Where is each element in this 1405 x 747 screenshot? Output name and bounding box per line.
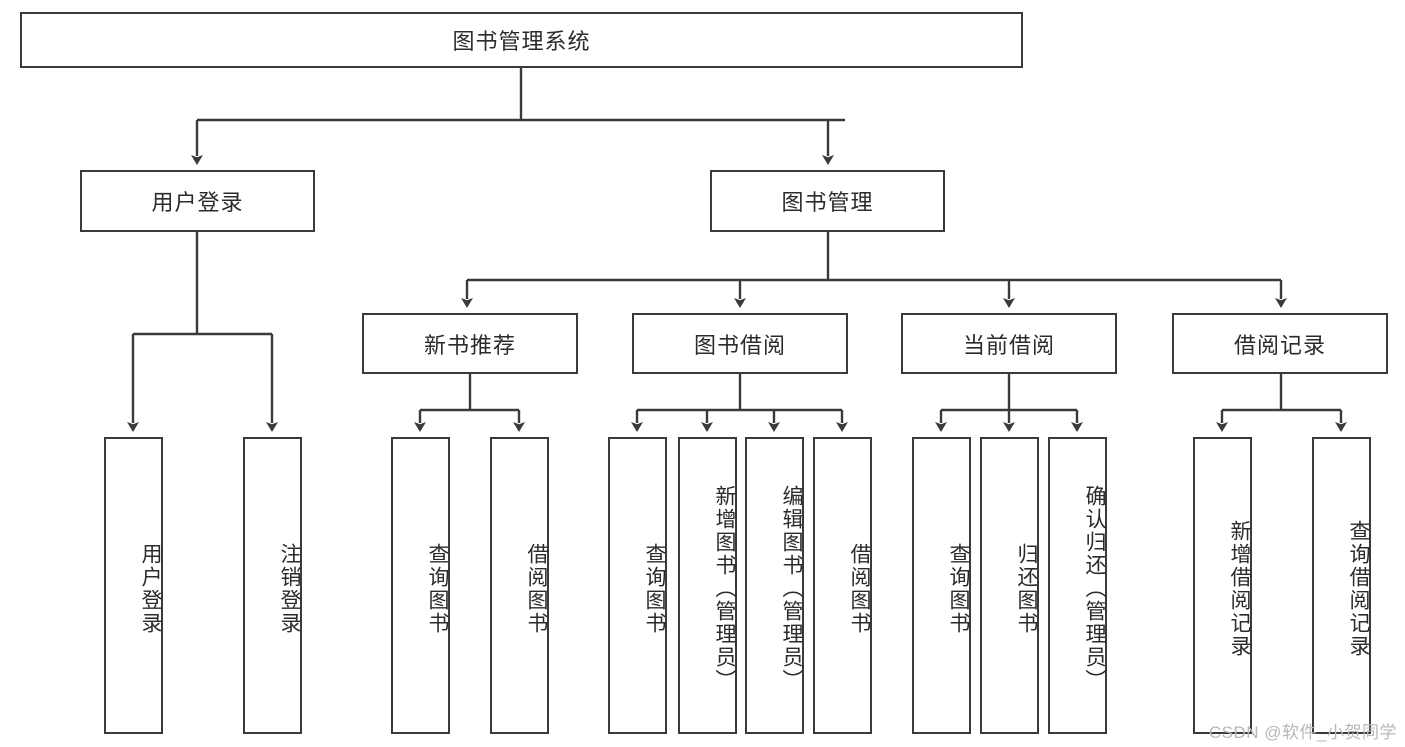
node-user-login[interactable]: 用户登录	[80, 170, 315, 232]
leaf-label: 查询图书	[643, 542, 666, 635]
node-user-login-label: 用户登录	[151, 190, 244, 215]
leaf-label: 新增图书（管理员）	[713, 485, 736, 692]
leaf-user-login-login[interactable]: 用户登录	[104, 437, 163, 734]
node-borrow-record[interactable]: 借阅记录	[1172, 313, 1388, 374]
leaf-label: 查询图书	[947, 542, 970, 635]
leaf-label: 注销登录	[278, 542, 301, 635]
leaf-current-borrow-confirm-return-admin[interactable]: 确认归还（管理员）	[1048, 437, 1107, 734]
node-borrow-record-label: 借阅记录	[1233, 332, 1326, 358]
node-book-borrow-label: 图书借阅	[693, 332, 786, 358]
node-new-book-recommend[interactable]: 新书推荐	[362, 313, 578, 374]
leaf-label: 新增借阅记录	[1228, 519, 1251, 658]
leaf-label: 归还图书	[1015, 542, 1038, 635]
node-new-book-recommend-label: 新书推荐	[423, 332, 516, 358]
leaf-user-login-logout[interactable]: 注销登录	[243, 437, 302, 734]
node-book-borrow[interactable]: 图书借阅	[632, 313, 848, 374]
node-root-book-management-system[interactable]: 图书管理系统	[20, 12, 1023, 68]
leaf-label: 查询借阅记录	[1347, 519, 1370, 658]
node-current-borrow[interactable]: 当前借阅	[901, 313, 1117, 374]
leaf-current-borrow-return-book[interactable]: 归还图书	[980, 437, 1039, 734]
leaf-new-book-query-book[interactable]: 查询图书	[391, 437, 450, 734]
csdn-watermark: CSDN @软件_小贺同学	[1208, 723, 1397, 742]
node-book-management-label: 图书管理	[781, 190, 874, 215]
leaf-borrow-record-query-record[interactable]: 查询借阅记录	[1312, 437, 1371, 734]
node-current-borrow-label: 当前借阅	[962, 332, 1055, 358]
leaf-current-borrow-query-book[interactable]: 查询图书	[912, 437, 971, 734]
leaf-borrow-record-add-record[interactable]: 新增借阅记录	[1193, 437, 1252, 734]
leaf-book-borrow-add-book-admin[interactable]: 新增图书（管理员）	[678, 437, 737, 734]
leaf-label: 编辑图书（管理员）	[780, 485, 803, 692]
leaf-new-book-borrow-book[interactable]: 借阅图书	[490, 437, 549, 734]
leaf-label: 用户登录	[139, 542, 162, 635]
leaf-book-borrow-query-book[interactable]: 查询图书	[608, 437, 667, 734]
node-book-management[interactable]: 图书管理	[710, 170, 945, 232]
node-root-label: 图书管理系统	[452, 29, 591, 54]
leaf-label: 借阅图书	[848, 542, 871, 635]
leaf-label: 借阅图书	[525, 542, 548, 635]
leaf-label: 查询图书	[426, 542, 449, 635]
leaf-book-borrow-borrow-book[interactable]: 借阅图书	[813, 437, 872, 734]
leaf-book-borrow-edit-book-admin[interactable]: 编辑图书（管理员）	[745, 437, 804, 734]
leaf-label: 确认归还（管理员）	[1083, 485, 1106, 692]
